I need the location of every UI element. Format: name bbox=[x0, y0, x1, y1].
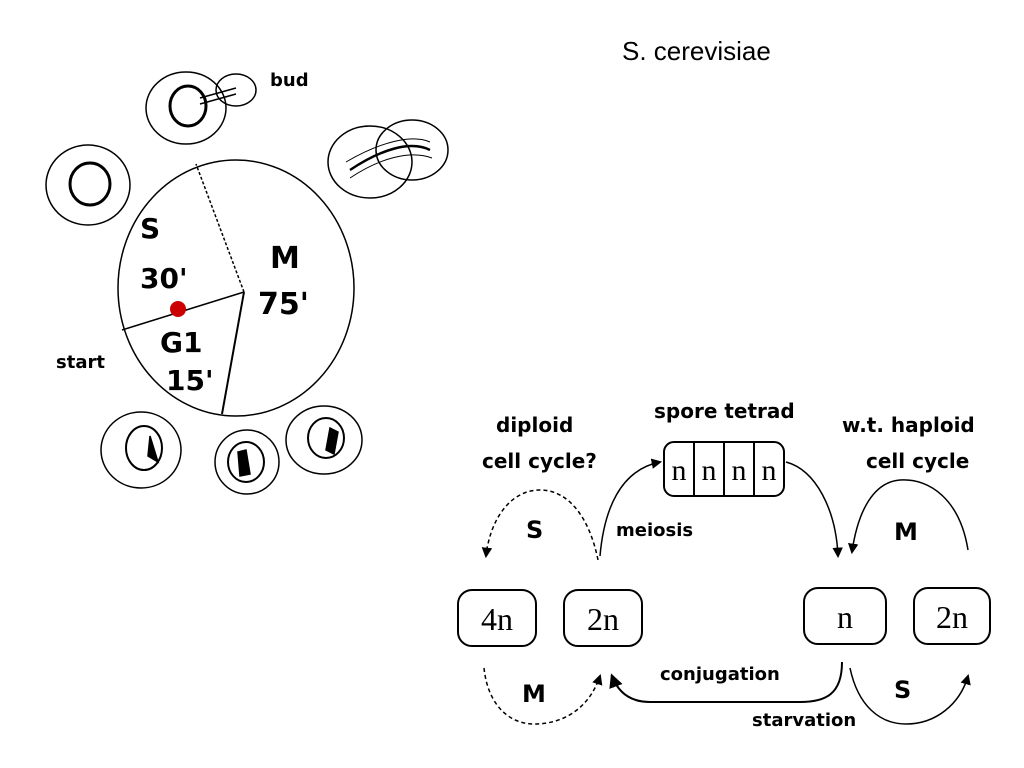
g1-cell-1-icon bbox=[100, 411, 182, 489]
diploid-label-2: cell cycle? bbox=[482, 449, 597, 473]
spore-2: n bbox=[702, 454, 717, 487]
g1-cell-2-icon bbox=[214, 429, 280, 495]
conjugation-arrow bbox=[609, 661, 843, 703]
conjugation-label: conjugation bbox=[660, 664, 780, 685]
phase-g1-duration: 15' bbox=[166, 364, 214, 397]
haploid-m-arrow bbox=[847, 479, 969, 555]
phase-m-label: M bbox=[270, 241, 300, 276]
box-2n-left-label: 2n bbox=[587, 601, 619, 637]
title: S. cerevisiae bbox=[622, 36, 771, 66]
cycle-circle bbox=[117, 159, 355, 417]
spore-4: n bbox=[762, 454, 777, 487]
phase-g1-label: G1 bbox=[160, 326, 202, 359]
start-label: start bbox=[56, 352, 105, 373]
cell-drawings bbox=[45, 71, 449, 495]
starvation-label: starvation bbox=[752, 710, 856, 731]
phase-s-label: S bbox=[140, 212, 160, 245]
meiosis-label: meiosis bbox=[616, 520, 693, 541]
diploid-s-label: S bbox=[526, 516, 543, 544]
phase-s-duration: 30' bbox=[140, 262, 188, 295]
box-n: n bbox=[803, 587, 887, 645]
box-n-label: n bbox=[837, 599, 853, 635]
unbudded-cell-left-icon bbox=[45, 144, 131, 226]
diploid-s-arrow bbox=[481, 489, 599, 561]
haploid-label-1: w.t. haploid bbox=[842, 413, 975, 437]
small-budded-cell-icon bbox=[145, 71, 257, 145]
box-4n: 4n bbox=[457, 589, 537, 647]
start-marker bbox=[170, 301, 186, 317]
life-cycle-diagram: diploid cell cycle? spore tetrad w.t. ha… bbox=[457, 399, 991, 731]
tetrad-label: spore tetrad bbox=[654, 399, 795, 423]
diploid-m-label: M bbox=[522, 680, 546, 708]
haploid-s-label: S bbox=[894, 676, 911, 704]
dividing-cell-icon bbox=[327, 119, 449, 199]
box-2n-left: 2n bbox=[563, 589, 643, 647]
m-g1-divider bbox=[221, 291, 245, 415]
diploid-label-1: diploid bbox=[496, 413, 573, 437]
diploid-m-arrow bbox=[483, 667, 603, 725]
bud-label: bud bbox=[270, 70, 309, 91]
g1-cell-3-icon bbox=[285, 405, 363, 475]
germination-arrow bbox=[785, 461, 843, 559]
haploid-label-2: cell cycle bbox=[866, 449, 969, 473]
s-m-divider bbox=[195, 163, 245, 293]
box-4n-label: 4n bbox=[481, 601, 513, 637]
spore-1: n bbox=[672, 454, 687, 487]
haploid-s-arrow bbox=[849, 667, 971, 725]
box-2n-right-label: 2n bbox=[936, 599, 968, 635]
spore-3: n bbox=[732, 454, 747, 487]
cell-cycle-wheel: S 30' M 75' G1 15' start bud bbox=[56, 70, 355, 417]
meiosis-arrow bbox=[599, 458, 663, 557]
phase-m-duration: 75' bbox=[258, 287, 309, 322]
box-2n-right: 2n bbox=[913, 587, 991, 645]
haploid-m-label: M bbox=[894, 518, 918, 546]
spore-tetrad-box: n n n n bbox=[663, 441, 785, 497]
